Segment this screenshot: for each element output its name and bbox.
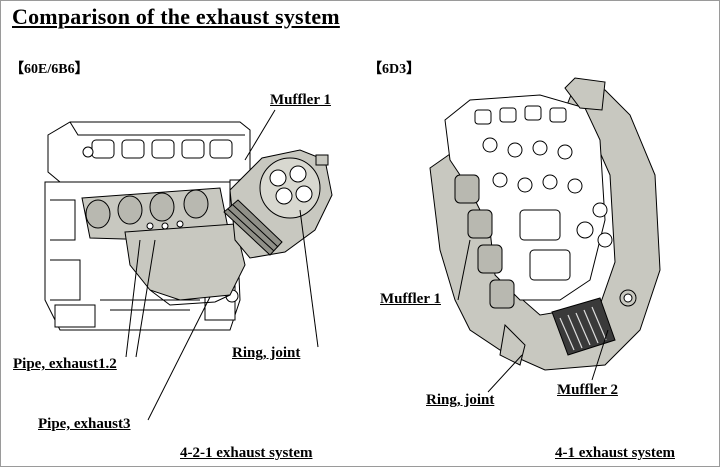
- right-system-label: 4-1 exhaust system: [555, 445, 675, 461]
- right-model-label: 【6D3】: [368, 62, 421, 77]
- right-engine-drawing: [429, 77, 661, 371]
- page-title: Comparison of the exhaust system: [12, 4, 340, 29]
- right-label-ring-joint: Ring, joint: [426, 392, 495, 408]
- right-leader-lines: [457, 239, 609, 393]
- right-muffler-2: [551, 297, 616, 356]
- left-system-label: 4-2-1 exhaust system: [180, 445, 313, 461]
- right-label-muffler-1: Muffler 1: [380, 291, 441, 307]
- left-label-ring-joint: Ring, joint: [232, 345, 301, 361]
- left-leader-lines: [125, 109, 319, 421]
- right-label-muffler-2: Muffler 2: [557, 382, 618, 398]
- left-muffler-1: [223, 149, 333, 259]
- left-model-label: 【60E/6B6】: [10, 62, 89, 77]
- left-label-pipe-exhaust-3: Pipe, exhaust3: [38, 416, 131, 432]
- left-label-pipe-exhaust-1-2: Pipe, exhaust1.2: [13, 356, 117, 372]
- left-label-muffler-1: Muffler 1: [270, 92, 331, 108]
